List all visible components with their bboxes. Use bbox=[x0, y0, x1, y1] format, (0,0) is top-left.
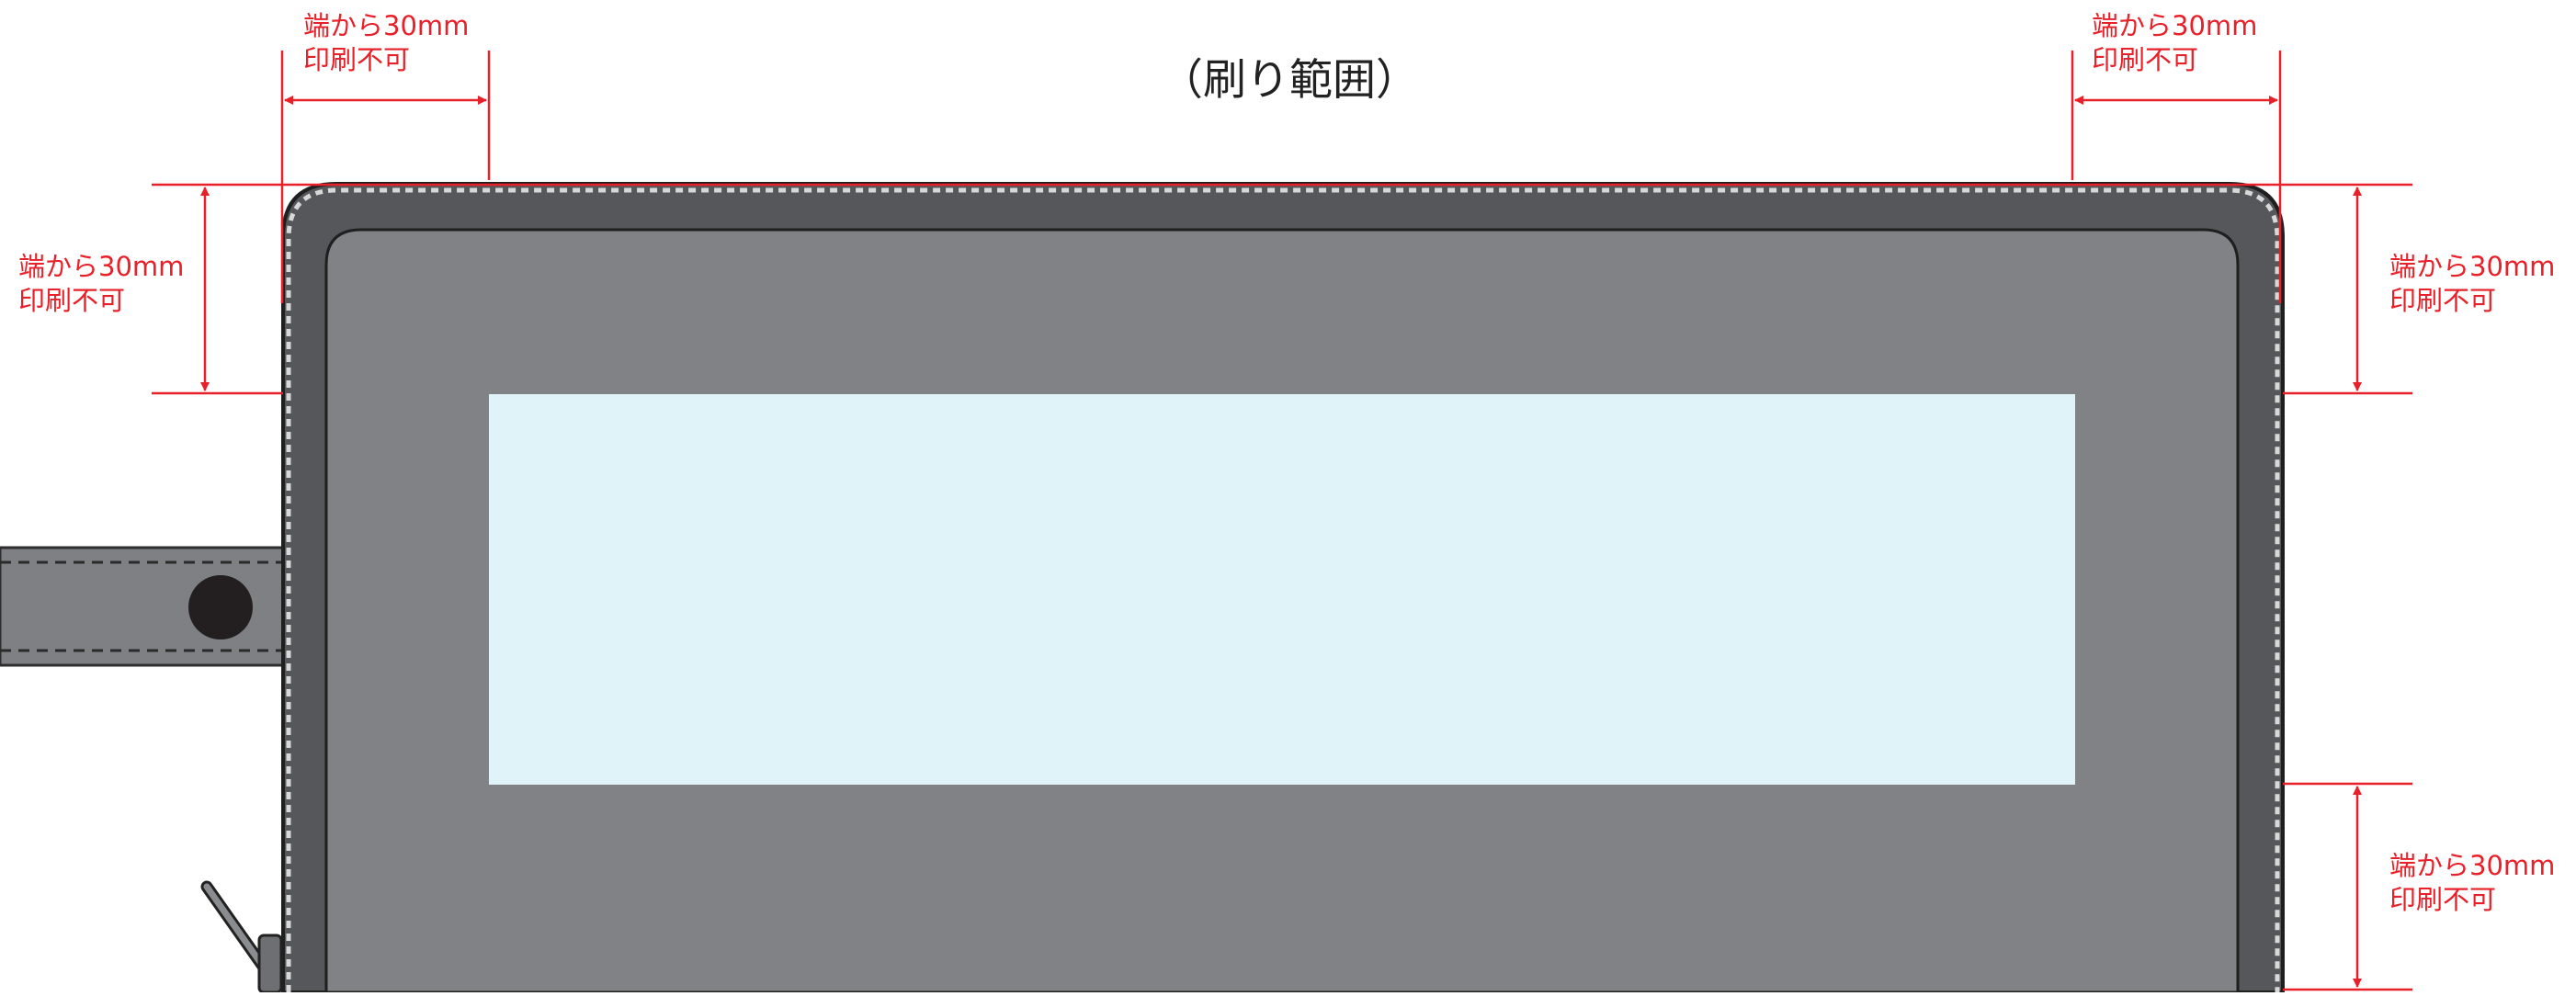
margin-note-top-right: 端から30mm 印刷不可 bbox=[2092, 9, 2257, 77]
margin-note-left: 端から30mm 印刷不可 bbox=[18, 250, 184, 318]
margin-note-line2: 印刷不可 bbox=[2389, 884, 2497, 915]
margin-note-line1: 端から30mm bbox=[303, 10, 470, 41]
margin-note-line2: 印刷不可 bbox=[303, 44, 411, 75]
margin-note-right-top: 端から30mm 印刷不可 bbox=[2389, 250, 2555, 318]
margin-note-line1: 端から30mm bbox=[2389, 850, 2556, 881]
strap bbox=[0, 546, 292, 667]
margin-note-line2: 印刷不可 bbox=[2092, 44, 2199, 75]
margin-note-line1: 端から30mm bbox=[18, 251, 185, 282]
margin-note-top-left: 端から30mm 印刷不可 bbox=[303, 9, 469, 77]
snap-button-icon bbox=[188, 575, 253, 639]
margin-note-line2: 印刷不可 bbox=[18, 285, 126, 316]
zipper-pull-icon bbox=[200, 880, 283, 994]
print-range-title: （刷り範囲） bbox=[1160, 55, 1419, 106]
print-area bbox=[489, 394, 2075, 785]
dimension-lines bbox=[152, 51, 2412, 991]
margin-note-right-bottom: 端から30mm 印刷不可 bbox=[2389, 849, 2555, 917]
margin-note-line1: 端から30mm bbox=[2092, 10, 2258, 41]
margin-note-line1: 端から30mm bbox=[2389, 251, 2556, 282]
margin-note-line2: 印刷不可 bbox=[2389, 285, 2497, 316]
